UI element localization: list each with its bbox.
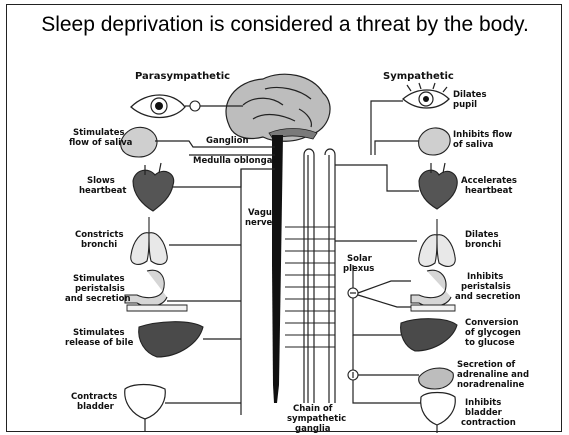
label-inhibits-saliva-2: of saliva <box>453 140 494 150</box>
liver-icon <box>401 319 457 351</box>
label-chain-1: Chain of <box>293 404 333 414</box>
heart-icon <box>133 163 174 211</box>
label-solar-plexus-2: plexus <box>343 264 374 274</box>
header-parasympathetic: Parasympathetic <box>135 71 230 82</box>
label-dilates-pupil-2: pupil <box>453 100 477 110</box>
label-adrenaline-1: Secretion of <box>457 360 516 370</box>
label-inhibits-bladder-3: contraction <box>461 418 516 428</box>
label-solar-plexus-1: Solar <box>347 254 373 264</box>
heart-icon <box>419 163 457 209</box>
label-peristalsis-1: Stimulates <box>73 274 125 284</box>
label-inhibits-peristalsis-1: Inhibits <box>467 272 503 282</box>
label-constricts-bronchi-2: bronchi <box>81 240 117 250</box>
label-peristalsis-3: and secretion <box>65 294 131 304</box>
bladder-icon <box>125 385 166 432</box>
label-medulla-oblongata: Medulla oblongata <box>193 156 282 166</box>
sympathetic-connections <box>335 101 421 403</box>
liver-icon <box>139 322 203 357</box>
sympathetic-chain <box>304 149 335 403</box>
lungs-icon <box>131 217 168 264</box>
label-stimulates-saliva-1: Stimulates <box>73 128 125 138</box>
label-bladder-2: bladder <box>77 402 115 412</box>
label-glycogen-1: Conversion <box>465 318 519 328</box>
label-ganglion: Ganglion <box>206 136 249 146</box>
eye-icon <box>131 95 185 118</box>
label-accelerates-2: heartbeat <box>465 186 512 196</box>
lungs-icon <box>419 219 456 266</box>
label-dilates-pupil-1: Dilates <box>453 90 487 100</box>
brain-icon <box>226 74 330 141</box>
label-adrenaline-2: adrenaline and <box>457 370 529 380</box>
salivary-gland-icon <box>419 128 450 155</box>
label-bladder-1: Contracts <box>71 392 117 402</box>
slide-frame: Sleep deprivation is considered a threat… <box>6 4 562 432</box>
label-bile-1: Stimulates <box>73 328 125 338</box>
label-accelerates-1: Accelerates <box>461 176 517 186</box>
label-glycogen-3: to glucose <box>465 338 515 348</box>
label-dilates-bronchi-2: bronchi <box>465 240 501 250</box>
bladder-icon <box>421 393 456 434</box>
label-inhibits-saliva-1: Inhibits flow <box>453 130 512 140</box>
label-inhibits-peristalsis-3: and secretion <box>455 292 521 302</box>
eye-icon <box>403 83 449 108</box>
label-inhibits-bladder-1: Inhibits <box>465 398 501 408</box>
label-slows-heartbeat-2: heartbeat <box>79 186 126 196</box>
label-chain-2: sympathetic <box>287 414 346 424</box>
stomach-icon <box>125 270 187 311</box>
label-peristalsis-2: peristalsis <box>75 284 125 294</box>
ganglia-rungs <box>285 227 335 347</box>
label-constricts-bronchi-1: Constricts <box>75 230 124 240</box>
label-vagus-nerve-1: Vagus <box>248 208 277 218</box>
label-vagus-nerve-2: nerve <box>245 218 273 228</box>
stomach-icon <box>411 270 455 311</box>
label-slows-heartbeat-1: Slows <box>87 176 115 186</box>
label-stimulates-saliva-2: flow of saliva <box>69 138 133 148</box>
parasympathetic-connections <box>155 101 275 415</box>
label-dilates-bronchi-1: Dilates <box>465 230 499 240</box>
label-adrenaline-3: noradrenaline <box>457 380 525 390</box>
label-chain-3: ganglia <box>295 424 331 433</box>
header-sympathetic: Sympathetic <box>383 71 454 82</box>
autonomic-nervous-system-diagram: Parasympathetic Sympathetic <box>7 5 563 433</box>
label-inhibits-bladder-2: bladder <box>465 408 503 418</box>
adrenal-gland-icon <box>419 368 454 389</box>
label-inhibits-peristalsis-2: peristalsis <box>461 282 511 292</box>
label-bile-2: release of bile <box>65 338 134 348</box>
spinal-cord <box>272 135 283 403</box>
label-glycogen-2: of glycogen <box>465 328 521 338</box>
